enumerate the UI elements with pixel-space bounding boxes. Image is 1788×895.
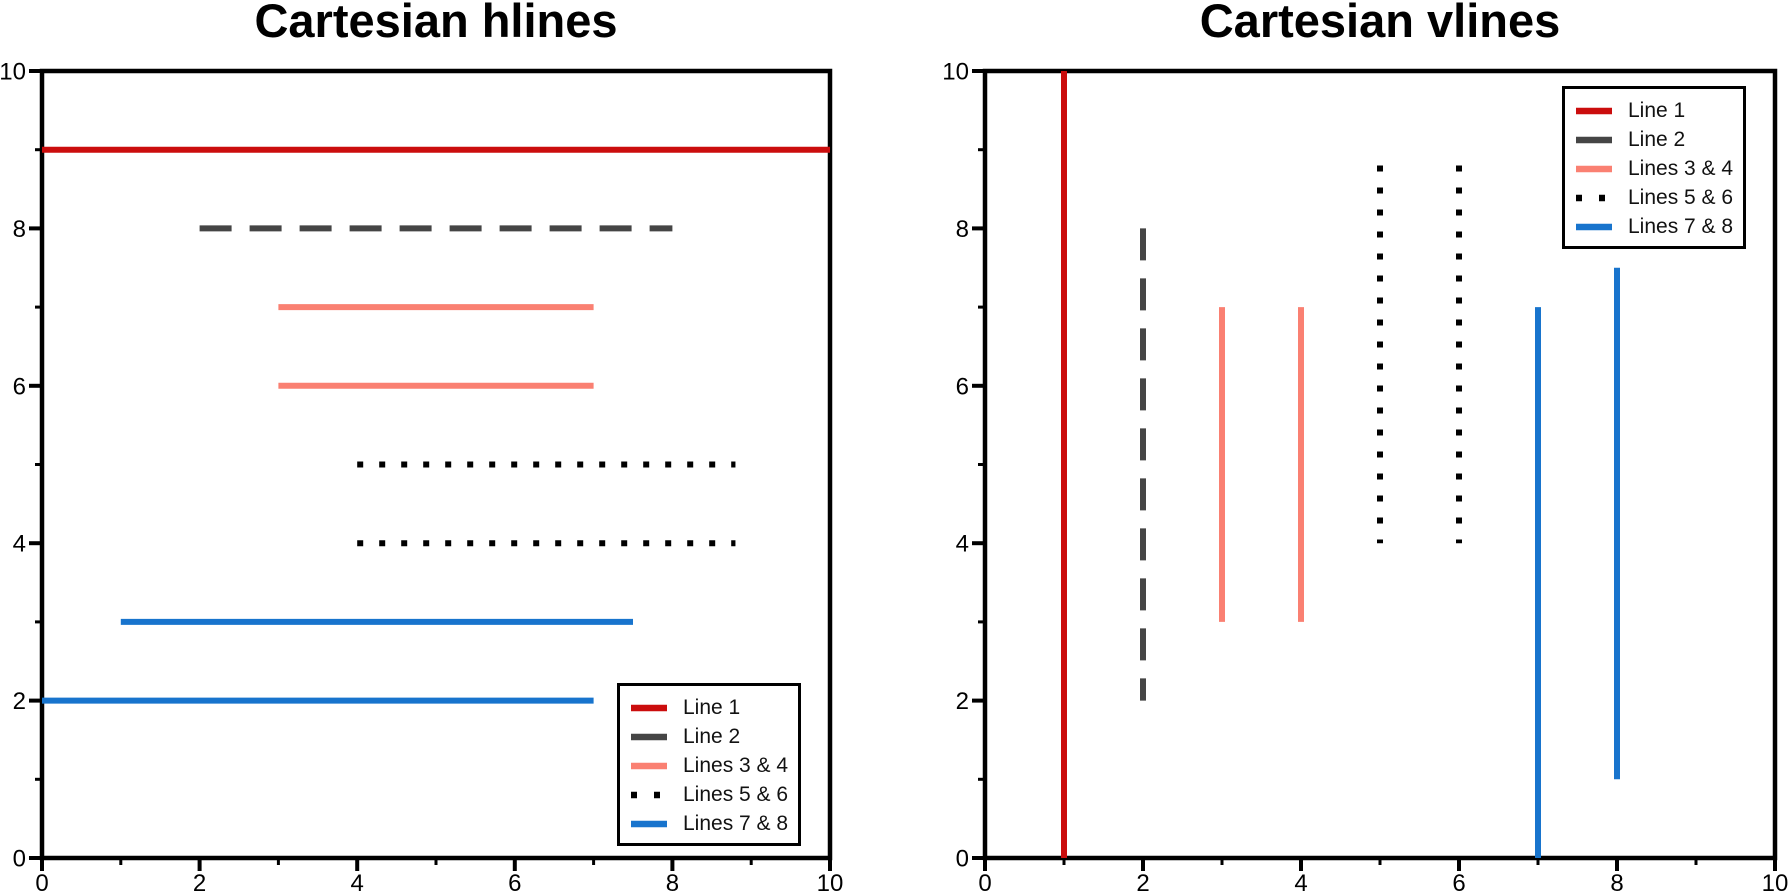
hlines-plot: 0 2 4 6 8 10 0 2 4 6 8 10 — [0, 59, 844, 895]
legend-row: Lines 5 & 6 — [631, 780, 788, 809]
legend-row: Line 2 — [1576, 125, 1733, 154]
x-axis-tick-label: 6 — [508, 870, 521, 895]
x-axis-tick-label: 4 — [351, 870, 364, 895]
x-axis-tick-label: 0 — [978, 870, 991, 895]
y-axis-tick-label: 4 — [13, 531, 26, 558]
y-axis-tick-label: 0 — [956, 846, 969, 873]
x-axis-tick-label: 8 — [1610, 870, 1623, 895]
x-axis-tick-label: 10 — [817, 870, 844, 895]
x-axis-tick-label: 0 — [35, 870, 48, 895]
y-axis-tick-label: 8 — [13, 216, 26, 243]
legend-swatch-solid-line-icon — [631, 762, 667, 769]
y-axis-tick-label: 6 — [13, 373, 26, 400]
y-axis-tick-label: 6 — [956, 373, 969, 400]
legend-swatch-dashed-line-icon — [631, 733, 667, 740]
legend-swatch-solid-line-icon — [631, 820, 667, 827]
legend-swatch-dotted-line-icon — [1576, 194, 1612, 201]
legend-label: Line 1 — [683, 695, 741, 719]
legend-row: Line 1 — [631, 693, 788, 722]
legend-label: Lines 7 & 8 — [1628, 214, 1734, 238]
x-axis-tick-label: 10 — [1762, 870, 1788, 895]
vlines-plot: 0 2 4 6 8 10 0 2 4 6 8 10 — [942, 59, 1788, 895]
legend-row: Lines 3 & 4 — [631, 751, 788, 780]
x-axis-tick-label: 4 — [1294, 870, 1307, 895]
legend-label: Lines 5 & 6 — [683, 782, 789, 806]
hlines-legend: Line 1 Line 2 Lines 3 & 4 Lines 5 & 6 Lines … — [617, 683, 802, 846]
y-axis-tick-label: 10 — [942, 59, 969, 86]
vlines-legend: Line 1 Line 2 Lines 3 & 4 Lines 5 & 6 Lines … — [1562, 86, 1747, 249]
chart-title-vlines: Cartesian vlines — [1199, 0, 1561, 47]
legend-label: Line 1 — [1628, 98, 1686, 122]
chart-title-hlines: Cartesian hlines — [254, 0, 618, 47]
y-axis-tick-label: 2 — [956, 688, 969, 715]
y-axis-tick-label: 10 — [0, 59, 26, 86]
legend-swatch-solid-line-icon — [1576, 165, 1612, 172]
legend-swatch-solid-line-icon — [1576, 223, 1612, 230]
legend-swatch-dotted-line-icon — [631, 791, 667, 798]
legend-row: Lines 3 & 4 — [1576, 154, 1733, 183]
x-axis-tick-label: 6 — [1452, 870, 1465, 895]
y-axis-tick-label: 2 — [13, 688, 26, 715]
x-axis-tick-label: 2 — [193, 870, 206, 895]
legend-label: Lines 5 & 6 — [1628, 185, 1734, 209]
legend-row: Lines 7 & 8 — [1576, 212, 1733, 241]
x-axis-tick-label: 8 — [666, 870, 679, 895]
y-axis-tick-label: 8 — [956, 216, 969, 243]
legend-label: Line 2 — [683, 724, 741, 748]
legend-swatch-solid-line-icon — [631, 704, 667, 711]
legend-swatch-dashed-line-icon — [1576, 136, 1612, 143]
legend-swatch-solid-line-icon — [1576, 107, 1612, 114]
legend-row: Line 2 — [631, 722, 788, 751]
y-axis-tick-label: 0 — [13, 846, 26, 873]
legend-label: Lines 3 & 4 — [683, 753, 789, 777]
y-axis-tick-label: 4 — [956, 531, 969, 558]
legend-label: Line 2 — [1628, 127, 1686, 151]
x-axis-tick-label: 2 — [1136, 870, 1149, 895]
legend-label: Lines 7 & 8 — [683, 811, 789, 835]
legend-label: Lines 3 & 4 — [1628, 156, 1734, 180]
legend-row: Lines 7 & 8 — [631, 809, 788, 838]
legend-row: Line 1 — [1576, 96, 1733, 125]
legend-row: Lines 5 & 6 — [1576, 183, 1733, 212]
